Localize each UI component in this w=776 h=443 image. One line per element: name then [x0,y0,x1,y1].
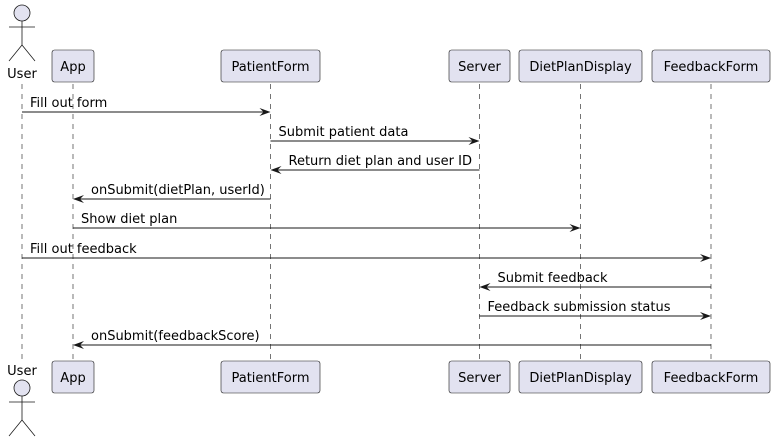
message-7: Submit feedback [479,271,711,291]
message-label: Fill out feedback [30,242,137,257]
message-8: Feedback submission status [479,300,711,320]
participant-label-dietplandisplay-top: DietPlanDisplay [529,60,632,75]
arrowhead-icon [700,312,711,320]
participant-box [448,360,511,394]
participant-label-patientform-bottom: PatientForm [231,371,309,386]
participant-label-feedbackform-top: FeedbackForm [664,60,759,75]
message-9: onSubmit(feedbackScore) [73,329,711,349]
actor-leg-shape [8,44,23,62]
message-label: Fill out form [30,96,107,111]
arrowhead-icon [479,283,491,291]
participant-label-feedbackform-bottom: FeedbackForm [664,371,759,386]
actor-head-shape [13,4,31,22]
actor-icon [8,379,36,437]
participant-box [220,49,321,83]
lifelines [21,84,712,360]
arrowhead-icon [270,166,282,174]
participant-server-bottom: Server [448,360,511,394]
actor-leg-shape [21,419,36,437]
message-2: Submit patient data [270,125,480,145]
participant-label-app-top: App [60,60,85,75]
message-5: Show diet plan [73,212,581,232]
participant-patientform-bottom: PatientForm [220,360,321,394]
participant-label-dietplandisplay-bottom: DietPlanDisplay [529,371,632,386]
participant-label-user-top: User [7,67,37,82]
participant-feedbackform-bottom: FeedbackForm [651,360,771,394]
actor-leg-shape [21,44,36,62]
participant-feedbackform-top: FeedbackForm [651,49,771,83]
message-label: Feedback submission status [488,300,671,315]
message-6: Fill out feedback [22,242,711,262]
actor-head-shape [13,379,31,397]
participant-box [51,49,95,83]
message-1: Fill out form [22,96,271,116]
participant-box [51,360,95,394]
participant-label-user-bottom: User [7,364,37,379]
participant-label-server-bottom: Server [458,371,501,386]
message-label: onSubmit(feedbackScore) [91,329,260,344]
arrowhead-icon [259,108,271,116]
participant-server-top: Server [448,49,511,83]
arrowhead-icon [569,224,581,232]
message-label: Submit feedback [498,271,608,286]
arrowhead-icon [468,137,480,145]
actor-leg-shape [8,419,23,437]
message-3: Return diet plan and user ID [270,154,480,174]
participant-label-server-top: Server [458,60,501,75]
actor-icon [8,4,36,62]
participant-box [651,49,771,83]
participant-label-app-bottom: App [60,371,85,386]
participant-dietplandisplay-top: DietPlanDisplay [518,49,643,83]
message-label: Show diet plan [81,212,177,227]
message-label: onSubmit(dietPlan, userId) [91,183,265,198]
participant-dietplandisplay-bottom: DietPlanDisplay [518,360,643,394]
participant-box [518,49,643,83]
participant-label-patientform-top: PatientForm [231,60,309,75]
message-4: onSubmit(dietPlan, userId) [73,183,271,203]
message-label: Submit patient data [279,125,409,140]
message-label: Return diet plan and user ID [289,154,473,169]
participant-heads-bottom: User App PatientForm Server DietPlanDisplay F… [7,360,771,437]
participant-patientform-top: PatientForm [220,49,321,83]
arrowhead-icon [73,195,84,203]
participant-app-top: App [51,49,95,83]
participant-app-bottom: App [51,360,95,394]
participant-box [448,49,511,83]
arrowhead-icon [700,254,711,262]
participant-box [220,360,321,394]
participant-box [651,360,771,394]
arrowhead-icon [73,341,84,349]
participant-heads-top: User App PatientForm Server DietPlanDisplay F… [7,4,771,83]
participant-box [518,360,643,394]
